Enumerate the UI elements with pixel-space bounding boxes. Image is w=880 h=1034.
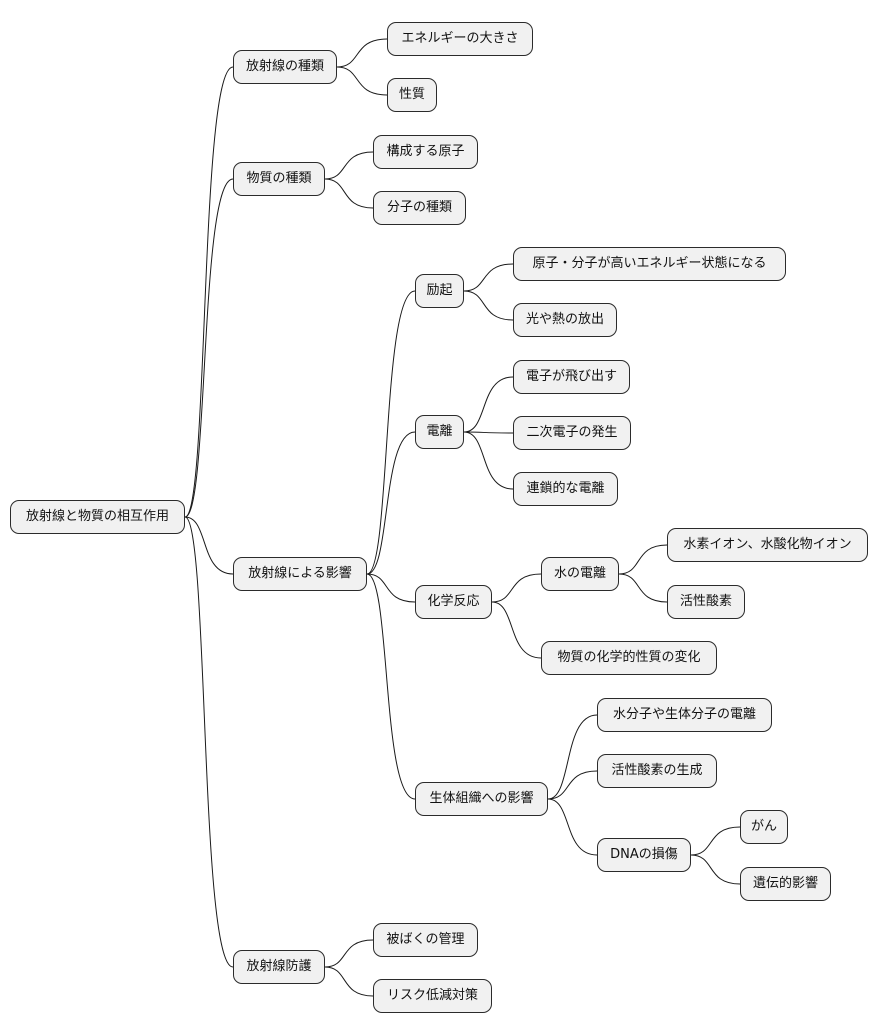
node-active-oxygen: 活性酸素 [667,585,745,619]
edge-excitation-to-light-heat [463,290,514,321]
node-tissue-effects: 生体組織への影響 [415,782,548,816]
node-effects: 放射線による影響 [233,557,367,591]
edge-ionization-to-chain-ionization [463,431,514,490]
edge-effects-to-tissue-effects [366,573,416,800]
node-dna-damage: DNAの損傷 [597,838,691,872]
node-atoms: 構成する原子 [373,135,478,169]
node-radiation-types: 放射線の種類 [233,50,337,84]
edge-excitation-to-high-energy-state [463,263,514,292]
node-electron-ejection: 電子が飛び出す [513,360,630,394]
edge-dna-damage-to-cancer [690,826,741,856]
node-light-heat: 光や熱の放出 [513,303,617,337]
edge-chemical-reaction-to-water-ionization [491,573,542,603]
edge-tissue-effects-to-active-oxygen-generation [547,770,598,800]
edge-dna-damage-to-genetic-effects [690,854,741,885]
edge-chemical-reaction-to-chemical-property-change [491,601,542,659]
node-genetic-effects: 遺伝的影響 [740,867,831,901]
node-excitation: 励起 [415,274,464,308]
node-energy: エネルギーの大きさ [387,22,533,56]
node-chain-ionization: 連鎖的な電離 [513,472,618,506]
edge-ionization-to-secondary-electrons [463,431,514,434]
node-protection: 放射線防護 [233,950,325,984]
edge-root-to-matter-types [184,178,234,518]
edge-radiation-types-to-energy [336,38,388,68]
edge-effects-to-ionization [366,431,416,575]
edge-protection-to-risk-reduction [324,966,374,997]
node-hydrogen-hydroxide-ions: 水素イオン、水酸化物イオン [667,528,868,562]
node-active-oxygen-generation: 活性酸素の生成 [597,754,717,788]
node-chemical-reaction: 化学反応 [415,585,492,619]
edge-root-to-protection [184,516,234,968]
edge-water-ionization-to-hydrogen-hydroxide-ions [618,544,668,575]
edge-radiation-types-to-properties [336,66,388,96]
edge-protection-to-exposure-management [324,939,374,968]
node-cancer: がん [740,810,788,844]
node-high-energy-state: 原子・分子が高いエネルギー状態になる [513,247,786,281]
node-exposure-management: 被ばくの管理 [373,923,478,957]
node-properties: 性質 [387,78,437,112]
node-root: 放射線と物質の相互作用 [10,500,185,534]
edge-root-to-radiation-types [184,66,234,518]
node-molecule-types: 分子の種類 [373,191,466,225]
edge-tissue-effects-to-water-biomolecule-ionization [547,714,598,800]
node-risk-reduction: リスク低減対策 [373,979,492,1013]
edge-matter-types-to-atoms [324,151,374,180]
edge-root-to-effects [184,516,234,575]
node-ionization: 電離 [415,415,464,449]
edge-tissue-effects-to-dna-damage [547,798,598,856]
edge-matter-types-to-molecule-types [324,178,374,209]
edge-effects-to-excitation [366,290,416,575]
edge-ionization-to-electron-ejection [463,376,514,433]
node-secondary-electrons: 二次電子の発生 [513,416,631,450]
node-matter-types: 物質の種類 [233,162,325,196]
node-chemical-property-change: 物質の化学的性質の変化 [541,641,717,675]
edge-water-ionization-to-active-oxygen [618,573,668,603]
node-water-ionization: 水の電離 [541,557,619,591]
edge-effects-to-chemical-reaction [366,573,416,603]
node-water-biomolecule-ionization: 水分子や生体分子の電離 [597,698,772,732]
